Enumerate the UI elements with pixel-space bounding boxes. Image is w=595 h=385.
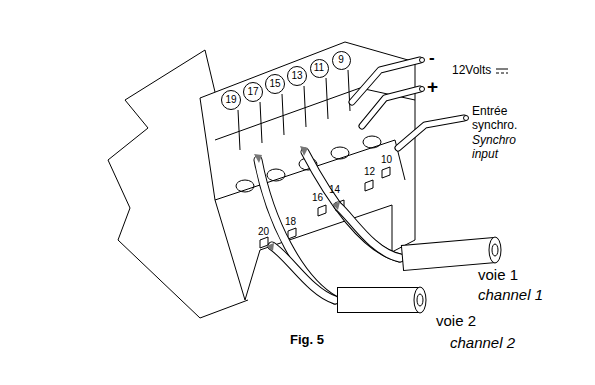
channel-label: voie 2 [436,312,476,329]
channel-label: channel 1 [478,286,543,303]
terminal-number: 18 [285,216,296,228]
input-label: Entrée synchro. [472,105,530,133]
voltage-label: 12Volts [452,64,491,78]
terminal-circle: 15 [265,74,285,94]
plus-sign: + [427,76,438,98]
terminal-circle: 9 [332,51,351,70]
terminal-number: 16 [312,192,323,204]
channel-label: voie 1 [478,266,518,283]
terminal-circle: 17 [243,82,263,102]
terminal-number: 19 [225,95,236,105]
terminal-number: 10 [381,154,392,166]
terminal-number: 17 [247,87,258,97]
terminal-circle: 13 [287,66,307,86]
input-label: Synchro input [472,134,530,162]
terminal-number: 14 [329,184,340,196]
channel-label: channel 2 [450,334,515,351]
terminal-number: 20 [258,226,269,238]
terminal-number: 12 [364,166,375,178]
terminal-number: 9 [338,55,344,65]
terminal-circle: 19 [221,90,241,110]
terminal-number: 11 [314,63,324,73]
minus-sign: - [429,48,435,68]
terminal-number: 15 [269,79,280,89]
terminal-number: 13 [291,71,302,81]
terminal-circle: 11 [310,59,329,78]
figure-caption: Fig. 5 [290,333,324,348]
